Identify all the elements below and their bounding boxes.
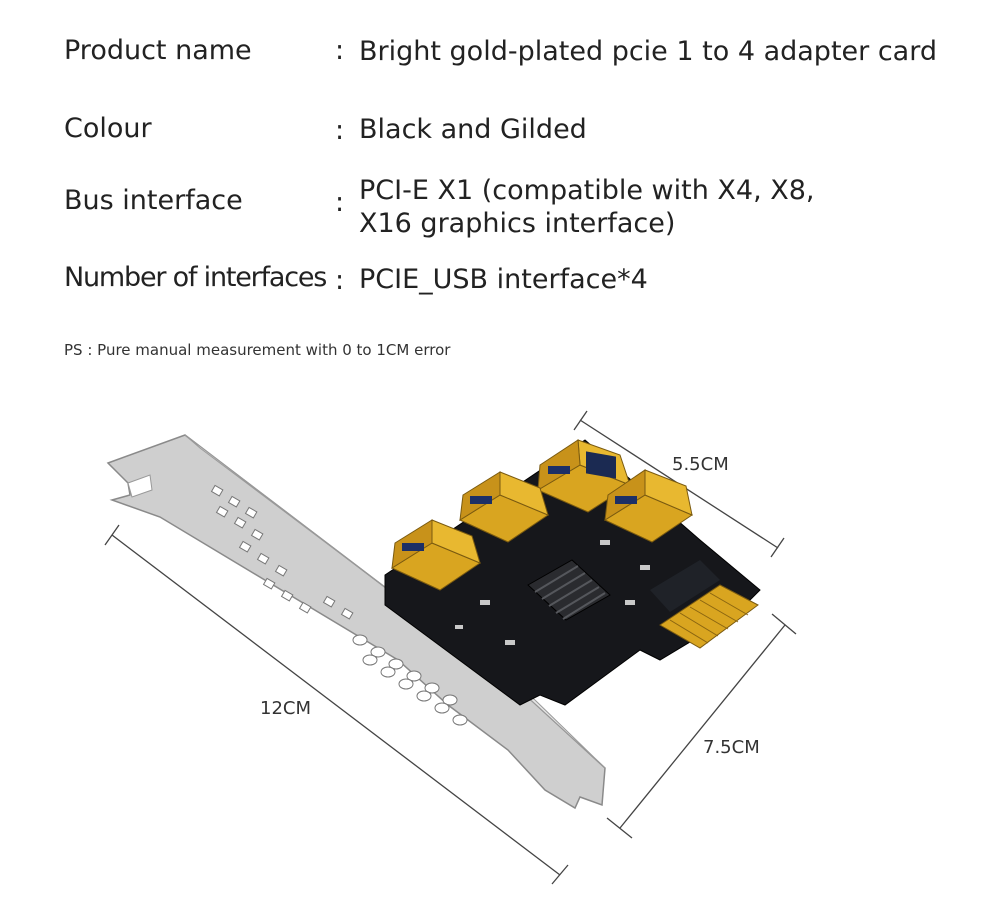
product-name-colon: : [335,35,345,66]
measurement-note: PS : Pure manual measurement with 0 to 1… [64,341,451,359]
bracket [106,434,606,810]
interfaces-label: Number of interfaces [64,262,327,293]
length-dimension-label: 12CM [260,698,312,719]
product-name-value: Bright gold-plated pcie 1 to 4 adapter c… [359,36,937,67]
product-name-label: Product name [64,35,252,66]
interfaces-colon: : [335,265,345,296]
usb-port-3 [603,469,694,543]
height-dimension-label: 7.5CM [703,737,760,758]
bus-interface-colon: : [335,187,345,218]
bus-interface-label: Bus interface [64,185,243,216]
interfaces-value: PCIE_USB interface*4 [359,264,648,295]
width-dimension-label: 5.5CM [672,454,729,475]
pcb-board [384,439,761,706]
bus-interface-value-line2: X16 graphics interface) [359,208,676,239]
colour-value: Black and Gilded [359,114,587,145]
colour-colon: : [335,115,345,146]
colour-label: Colour [64,113,152,144]
bus-interface-value-line1: PCI-E X1 (compatible with X4, X8, [359,175,815,206]
